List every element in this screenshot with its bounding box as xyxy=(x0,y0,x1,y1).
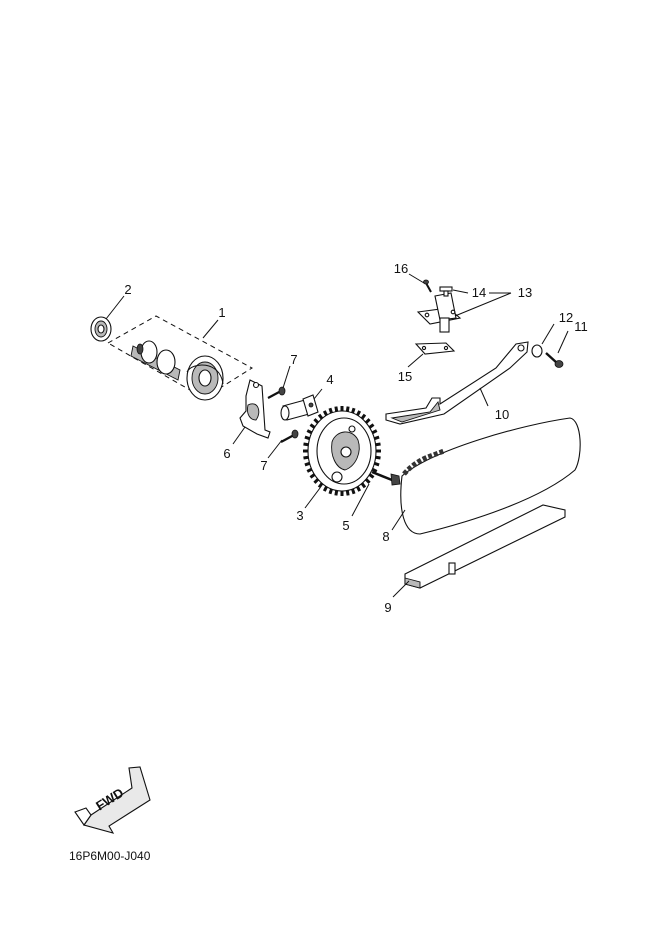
sprocket-tooth xyxy=(373,435,380,441)
part-2-oil-seal xyxy=(90,316,112,342)
sprocket-tooth xyxy=(373,461,380,467)
sprocket-tooth xyxy=(368,423,375,429)
callout-2: 2 xyxy=(124,282,131,297)
callout-7-lower: 7 xyxy=(260,458,267,473)
callout-10: 10 xyxy=(495,407,509,422)
sprocket-tooth xyxy=(313,478,320,484)
sprocket-tooth xyxy=(309,473,316,479)
sprocket-tooth xyxy=(334,490,339,496)
callout-13: 13 xyxy=(518,285,532,300)
part-5-bolt xyxy=(371,470,401,486)
sprocket-tooth xyxy=(375,455,381,460)
sprocket-tooth xyxy=(313,418,320,424)
callout-9: 9 xyxy=(384,600,391,615)
part-1-camshaft-assembly xyxy=(106,315,253,401)
part-15-gasket xyxy=(414,342,456,355)
callout-11: 11 xyxy=(574,319,588,334)
sprocket-tooth xyxy=(306,467,313,473)
sprocket-tooth xyxy=(304,461,311,467)
sprocket-tooth xyxy=(360,413,367,420)
callout-labels: 2 1 7 4 6 7 3 5 8 9 10 11 12 13 14 15 16 xyxy=(124,261,587,615)
sprocket-tooth xyxy=(322,410,328,417)
part-11-bolt xyxy=(545,352,564,368)
sprocket-tooth xyxy=(306,429,313,435)
sprocket-tooth xyxy=(351,488,356,495)
callout-15: 15 xyxy=(398,369,412,384)
sprocket-tooth xyxy=(303,442,309,447)
part-14-tensioner-bolt xyxy=(439,286,453,297)
callout-1: 1 xyxy=(218,305,225,320)
part-7-bolt-upper xyxy=(267,386,286,399)
part-4-shaft xyxy=(280,394,319,421)
callout-14: 14 xyxy=(472,285,486,300)
sprocket-tooth xyxy=(309,423,316,429)
callout-6: 6 xyxy=(223,446,230,461)
callout-4: 4 xyxy=(326,372,333,387)
part-7-bolt-lower xyxy=(280,429,299,443)
callout-12: 12 xyxy=(559,310,573,325)
sprocket-tooth xyxy=(371,467,378,473)
part-8-cam-chain xyxy=(400,417,581,535)
part-13-tensioner-assembly xyxy=(416,292,462,333)
sprocket-tooth xyxy=(371,429,378,435)
sprocket-tooth xyxy=(351,407,356,414)
sprocket-tooth xyxy=(360,482,367,489)
part-16-screw xyxy=(423,279,432,293)
callout-8: 8 xyxy=(382,529,389,544)
part-3-cam-sprocket xyxy=(303,406,381,496)
sprocket-tooth xyxy=(317,413,324,420)
part-6-plate xyxy=(239,379,271,439)
sprocket-tooth xyxy=(345,406,350,412)
sprocket-tooth xyxy=(303,455,309,460)
part-12-washer xyxy=(531,344,543,358)
sprocket-tooth xyxy=(364,478,371,484)
sprocket-tooth xyxy=(304,435,311,441)
sprocket-tooth xyxy=(356,410,362,417)
sprocket-tooth xyxy=(368,473,375,479)
reference-code: 16P6M00-J040 xyxy=(69,849,151,863)
leader-lines xyxy=(105,273,569,598)
callout-16: 16 xyxy=(394,261,408,276)
sprocket-tooth xyxy=(334,406,339,412)
sprocket-tooth xyxy=(356,485,362,492)
sprocket-tooth xyxy=(328,488,333,495)
callout-5: 5 xyxy=(342,518,349,533)
sprocket-tooth xyxy=(345,490,350,496)
part-9-chain-guide xyxy=(404,504,566,589)
sprocket-tooth xyxy=(317,482,324,489)
sprocket-tooth xyxy=(322,485,328,492)
sprocket-tooth xyxy=(328,407,333,414)
sprocket-tooth xyxy=(364,418,371,424)
sprocket-tooth xyxy=(375,442,381,447)
part-10-tensioner-guide xyxy=(385,341,529,425)
callout-3: 3 xyxy=(296,508,303,523)
fwd-arrow: FWD xyxy=(74,766,151,834)
callout-7-upper: 7 xyxy=(290,352,297,367)
